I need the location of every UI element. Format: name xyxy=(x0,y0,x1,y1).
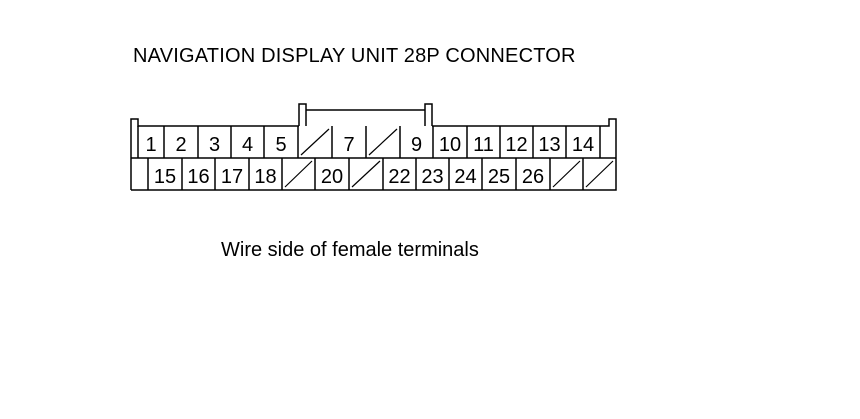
terminal-24-label: 24 xyxy=(454,166,476,188)
unused-terminal-slash xyxy=(300,128,330,156)
terminal-11-label: 11 xyxy=(473,134,494,156)
unused-terminal-slash xyxy=(552,160,581,188)
terminal-17-label: 17 xyxy=(221,166,243,188)
terminal-26-label: 26 xyxy=(522,166,544,188)
unused-terminal-slash xyxy=(368,128,398,156)
terminal-18-label: 18 xyxy=(254,166,276,188)
unused-terminal-slash xyxy=(284,160,313,188)
terminal-22-label: 22 xyxy=(388,166,410,188)
connector-caption: Wire side of female terminals xyxy=(221,239,479,261)
terminal-2-label: 2 xyxy=(175,134,186,156)
terminal-23-label: 23 xyxy=(421,166,443,188)
terminal-25-label: 25 xyxy=(488,166,510,188)
terminal-5-label: 5 xyxy=(275,134,286,156)
terminal-15-label: 15 xyxy=(154,166,176,188)
connector-bottom-row: 15 16 17 18 20 22 23 24 25 26 xyxy=(147,158,614,190)
terminal-13-label: 13 xyxy=(538,134,560,156)
terminal-7-label: 7 xyxy=(343,134,354,156)
terminal-16-label: 16 xyxy=(187,166,209,188)
terminal-20-label: 20 xyxy=(321,166,343,188)
terminal-4-label: 4 xyxy=(242,134,253,156)
terminal-10-label: 10 xyxy=(439,134,461,156)
terminal-12-label: 12 xyxy=(505,134,527,156)
unused-terminal-slash xyxy=(351,160,381,188)
unused-terminal-slash xyxy=(585,160,614,188)
terminal-9-label: 9 xyxy=(411,134,422,156)
connector-body-outline xyxy=(130,118,299,190)
terminal-1-label: 1 xyxy=(145,134,156,156)
connector-lock-tab xyxy=(298,103,307,126)
connector-title: NAVIGATION DISPLAY UNIT 28P CONNECTOR xyxy=(133,45,576,67)
terminal-3-label: 3 xyxy=(209,134,220,156)
terminal-14-label: 14 xyxy=(572,134,594,156)
